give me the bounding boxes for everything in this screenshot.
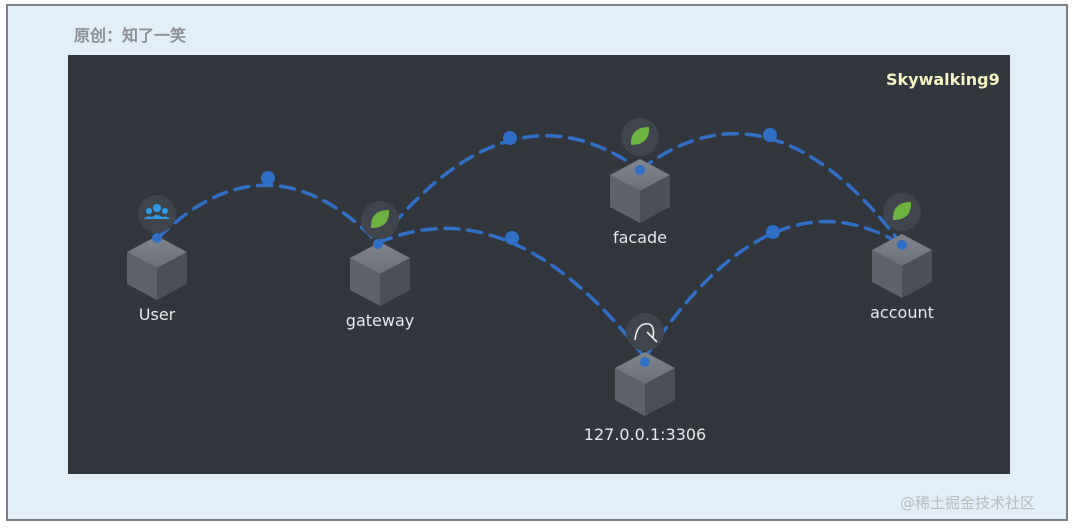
- edge-gateway-facade[interactable]: [376, 133, 642, 245]
- edge-midpoints: [261, 128, 780, 245]
- spring-leaf-icon: [630, 127, 650, 145]
- edge-midpoint[interactable]: [505, 231, 519, 245]
- users-icon: [144, 204, 170, 219]
- edges-layer: [156, 131, 904, 360]
- edge-midpoint[interactable]: [766, 225, 780, 239]
- edge-midpoint[interactable]: [763, 128, 777, 142]
- spring-leaf-icon: [370, 210, 390, 228]
- node-account[interactable]: account: [870, 193, 934, 322]
- edge-midpoint[interactable]: [503, 131, 517, 145]
- node-user[interactable]: User: [127, 195, 187, 324]
- edge-user-gateway[interactable]: [156, 183, 380, 245]
- edge-gateway-mysql[interactable]: [376, 226, 647, 360]
- brand-label: Skywalking9: [886, 70, 1000, 89]
- node-gateway[interactable]: gateway: [346, 201, 414, 330]
- edge-midpoint[interactable]: [261, 171, 275, 185]
- edge-mysql-account[interactable]: [643, 219, 904, 360]
- node-label: 127.0.0.1:3306: [584, 425, 706, 444]
- spring-leaf-icon: [892, 202, 912, 220]
- node-label: User: [139, 305, 176, 324]
- mysql-dolphin-icon: [634, 323, 658, 343]
- node-label: account: [870, 303, 934, 322]
- node-label: facade: [613, 228, 667, 247]
- topology-canvas: [68, 55, 1010, 474]
- watermark: @稀土掘金技术社区: [900, 494, 1036, 512]
- node-mysql[interactable]: 127.0.0.1:3306: [584, 313, 706, 444]
- author-credit: 原创：知了一笑: [74, 26, 187, 45]
- node-facade[interactable]: facade: [610, 118, 670, 247]
- node-label: gateway: [346, 311, 414, 330]
